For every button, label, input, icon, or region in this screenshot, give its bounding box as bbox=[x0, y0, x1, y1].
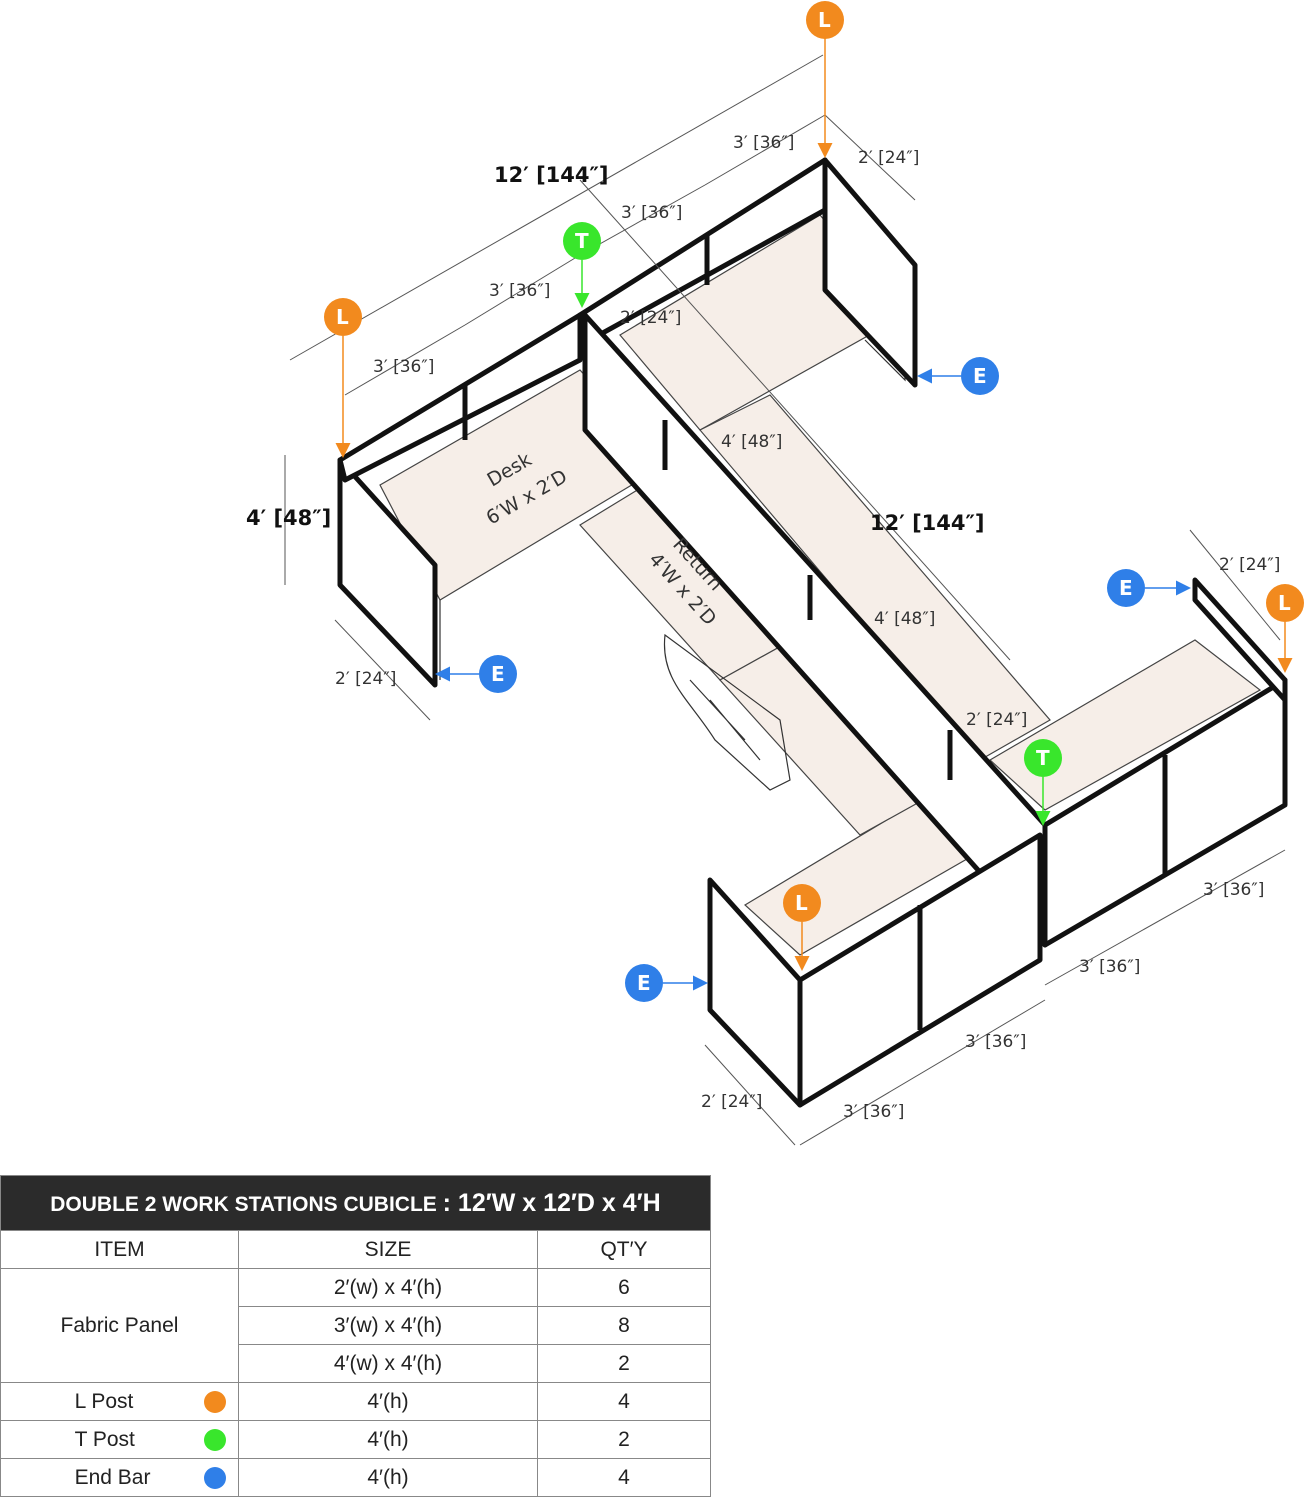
panel-lower-left-end bbox=[707, 877, 803, 1108]
l-post-marker-top: L bbox=[806, 1, 844, 158]
size-cell: 4′(h) bbox=[238, 1382, 538, 1421]
dim-height: 4′ [48″] bbox=[246, 506, 331, 530]
dim-3ft-g: 3′ [36″] bbox=[965, 1032, 1026, 1052]
table-row: 3′(w) x 4′(h) 8 bbox=[1, 1306, 711, 1345]
qty-cell: 4 bbox=[537, 1458, 711, 1497]
l-post-marker-bottom: L bbox=[783, 884, 821, 971]
size-cell: 4′(w) x 4′(h) bbox=[238, 1344, 538, 1383]
size-cell: 2′(w) x 4′(h) bbox=[238, 1268, 538, 1307]
cubicle-isometric-diagram: 12′ [144″] 12′ [144″] 4′ [48″] 3′ [36″] … bbox=[246, 1, 1304, 1146]
markers: L L L L T T E bbox=[324, 1, 1304, 1002]
svg-text:L: L bbox=[1278, 591, 1291, 615]
qty-cell: 8 bbox=[537, 1306, 711, 1345]
svg-text:E: E bbox=[491, 662, 505, 686]
l-post-marker-right: L bbox=[1266, 584, 1304, 673]
item-cell: L Post bbox=[0, 1382, 239, 1421]
end-bar-marker-left: E bbox=[435, 655, 517, 693]
dim-2ft-a: 2′ [24″] bbox=[858, 148, 919, 168]
size-cell: 4′(h) bbox=[238, 1420, 538, 1459]
dim-3ft-h: 3′ [36″] bbox=[843, 1102, 904, 1122]
dim-2ft-c: 2′ [24″] bbox=[335, 669, 396, 689]
panel-left-end bbox=[337, 457, 438, 688]
qty-cell: 6 bbox=[537, 1268, 711, 1307]
size-cell: 3′(w) x 4′(h) bbox=[238, 1306, 538, 1345]
header-qty: QT′Y bbox=[537, 1230, 711, 1269]
dim-2ft-f: 2′ [24″] bbox=[701, 1092, 762, 1112]
svg-text:L: L bbox=[818, 8, 831, 32]
dim-3ft-a: 3′ [36″] bbox=[733, 133, 794, 153]
svg-text:T: T bbox=[1036, 746, 1050, 770]
t-post-label: T Post bbox=[74, 1427, 135, 1451]
table-row: L Post 4′(h) 4 bbox=[0, 1382, 711, 1421]
dim-2ft-e: 2′ [24″] bbox=[966, 710, 1027, 730]
dim-2ft-d: 2′ [24″] bbox=[1219, 555, 1280, 575]
dim-3ft-b: 3′ [36″] bbox=[621, 203, 682, 223]
qty-cell: 4 bbox=[537, 1382, 711, 1421]
end-bar-marker-right: E bbox=[917, 357, 999, 395]
size-cell: 4′(h) bbox=[238, 1458, 538, 1497]
table-title-size: : 12′W x 12′D x 4′H bbox=[442, 1188, 661, 1217]
t-post-marker-bottom: T bbox=[1024, 739, 1062, 826]
dim-3ft-e: 3′ [36″] bbox=[1203, 880, 1264, 900]
svg-text:L: L bbox=[336, 305, 349, 329]
dim-3ft-c: 3′ [36″] bbox=[489, 281, 550, 301]
header-size: SIZE bbox=[238, 1230, 538, 1269]
panel-upper-left-back bbox=[337, 312, 583, 483]
fabric-panels bbox=[337, 157, 1288, 1108]
dimension-lines bbox=[284, 54, 1286, 1146]
table-row: Fabric Panel 2′(w) x 4′(h) 6 bbox=[0, 1268, 711, 1383]
dimension-labels: 12′ [144″] 12′ [144″] 4′ [48″] 3′ [36″] … bbox=[246, 133, 1280, 1122]
parts-table: DOUBLE 2 WORK STATIONS CUBICLE : 12′W x … bbox=[0, 1175, 711, 1497]
dim-4ft-b: 4′ [48″] bbox=[874, 609, 935, 629]
t-post-marker-top: T bbox=[563, 222, 601, 308]
end-bar-marker-mid-right: E bbox=[1107, 569, 1191, 607]
l-post-dot-icon bbox=[204, 1390, 227, 1413]
svg-text:T: T bbox=[575, 229, 589, 253]
dim-4ft-a: 4′ [48″] bbox=[721, 432, 782, 452]
table-title-text: DOUBLE 2 WORK STATIONS CUBICLE bbox=[50, 1192, 437, 1216]
dim-overall-width: 12′ [144″] bbox=[494, 163, 609, 187]
item-cell: T Post bbox=[0, 1420, 239, 1459]
panel-right-end bbox=[822, 157, 918, 388]
table-row: 4′(w) x 4′(h) 2 bbox=[1, 1344, 711, 1383]
dim-3ft-f: 3′ [36″] bbox=[1079, 957, 1140, 977]
l-post-marker-left: L bbox=[324, 298, 362, 458]
end-bar-label: End Bar bbox=[74, 1465, 151, 1489]
dim-overall-depth: 12′ [144″] bbox=[870, 511, 985, 535]
svg-text:E: E bbox=[637, 971, 651, 995]
end-bar-dot-icon bbox=[204, 1466, 227, 1489]
table-row: T Post 4′(h) 2 bbox=[0, 1420, 711, 1459]
qty-cell: 2 bbox=[537, 1344, 711, 1383]
item-cell: End Bar bbox=[0, 1458, 239, 1497]
fabric-panel-cell: Fabric Panel bbox=[0, 1268, 239, 1383]
panel-center-spine bbox=[582, 312, 1048, 948]
panel-dividers bbox=[462, 235, 1168, 1030]
dim-2ft-b: 2′ [24″] bbox=[620, 308, 681, 328]
dim-3ft-d: 3′ [36″] bbox=[373, 357, 434, 377]
table-title: DOUBLE 2 WORK STATIONS CUBICLE : 12′W x … bbox=[0, 1175, 711, 1231]
l-post-label: L Post bbox=[74, 1389, 134, 1413]
svg-text:E: E bbox=[973, 364, 987, 388]
end-bar-marker-bottom-left: E bbox=[625, 964, 708, 1002]
t-post-dot-icon bbox=[204, 1428, 227, 1451]
svg-text:E: E bbox=[1119, 576, 1133, 600]
svg-text:L: L bbox=[795, 891, 808, 915]
panel-lower-right-end bbox=[1192, 577, 1288, 703]
qty-cell: 2 bbox=[537, 1420, 711, 1459]
table-row: End Bar 4′(h) 4 bbox=[0, 1458, 711, 1497]
header-item: ITEM bbox=[0, 1230, 239, 1269]
